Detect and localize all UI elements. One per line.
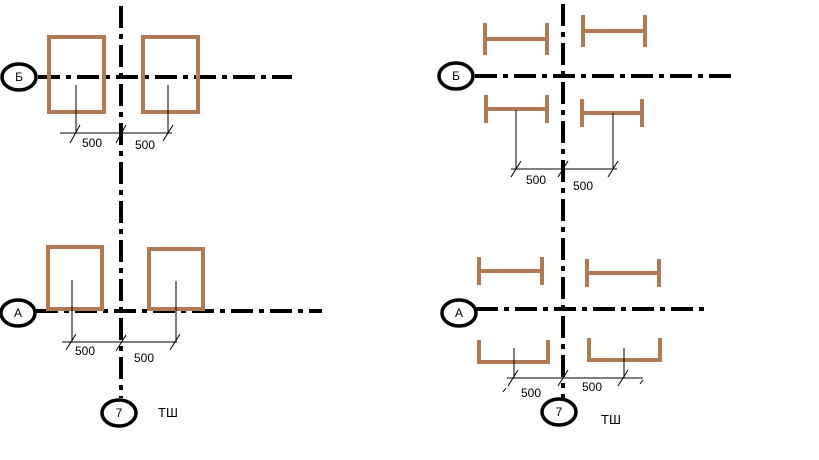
right-ibeam-b-top-left [483, 23, 549, 55]
right-scheme: Б А 7 [437, 4, 735, 427]
right-ibeam-a-top-left [477, 257, 544, 285]
left-dimension-a [62, 280, 181, 352]
left-scheme: Б А 7 500 500 [0, 6, 322, 428]
left-dimension-b [60, 85, 174, 144]
right-axis-b-bubble: Б [437, 61, 475, 91]
left-dim-b-left: 500 [82, 136, 102, 150]
left-note: ТШ [158, 405, 178, 420]
left-axis-a-bubble: А [0, 298, 37, 328]
left-dim-a-left: 500 [75, 344, 95, 358]
right-dim-b-right: 500 [573, 179, 593, 193]
right-axis-b-label: Б [452, 69, 460, 83]
right-dimension-b [510, 110, 619, 178]
right-note: ТШ [601, 412, 621, 427]
right-dimension-a [502, 348, 644, 393]
right-dim-a-right: 500 [582, 380, 602, 394]
left-axis-7-label: 7 [116, 406, 123, 420]
right-dim-a-left: 500 [521, 386, 541, 400]
left-box-section-b-2 [141, 35, 200, 114]
right-axis-a-bubble: А [440, 298, 478, 328]
left-axis-b-label: Б [15, 70, 23, 84]
right-axis-7-label: 7 [556, 405, 563, 419]
left-box-section-a-1 [46, 245, 104, 311]
right-ibeam-b-bottom-left [484, 95, 549, 123]
left-axis-7-bubble: 7 [100, 398, 138, 428]
right-dim-b-left: 500 [526, 173, 546, 187]
left-axis-a-label: А [14, 306, 22, 320]
right-ibeam-a-top-right [585, 259, 661, 287]
right-ibeam-b-bottom-right [580, 99, 644, 127]
left-dim-a-right: 500 [134, 351, 154, 365]
right-axis-a-label: А [455, 306, 463, 320]
left-axis-b-bubble: Б [0, 62, 38, 92]
right-axis-7-bubble: 7 [540, 397, 578, 427]
left-dim-b-right: 500 [135, 138, 155, 152]
right-ibeam-b-top-right [581, 15, 647, 47]
